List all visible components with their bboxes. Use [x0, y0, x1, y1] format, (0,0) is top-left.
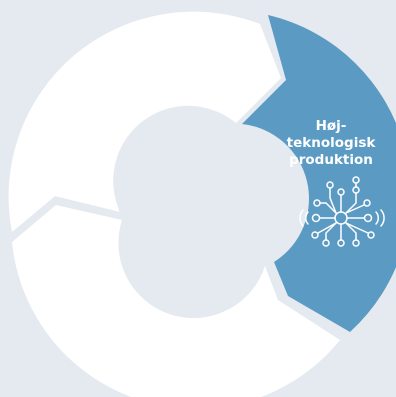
- segment-label-line-2: teknologisk: [286, 135, 376, 151]
- segment-label-line-1: Høj-: [315, 118, 347, 134]
- segment-top-left: [8, 11, 282, 232]
- segment-label-line-3: produktion: [289, 152, 373, 168]
- segment-highlight: [242, 15, 396, 332]
- segment-bottom: [12, 205, 340, 397]
- segment-label: Høj- teknologisk produktion: [266, 118, 396, 169]
- circuit-network-icon: [299, 176, 385, 247]
- center-hole: [117, 119, 267, 269]
